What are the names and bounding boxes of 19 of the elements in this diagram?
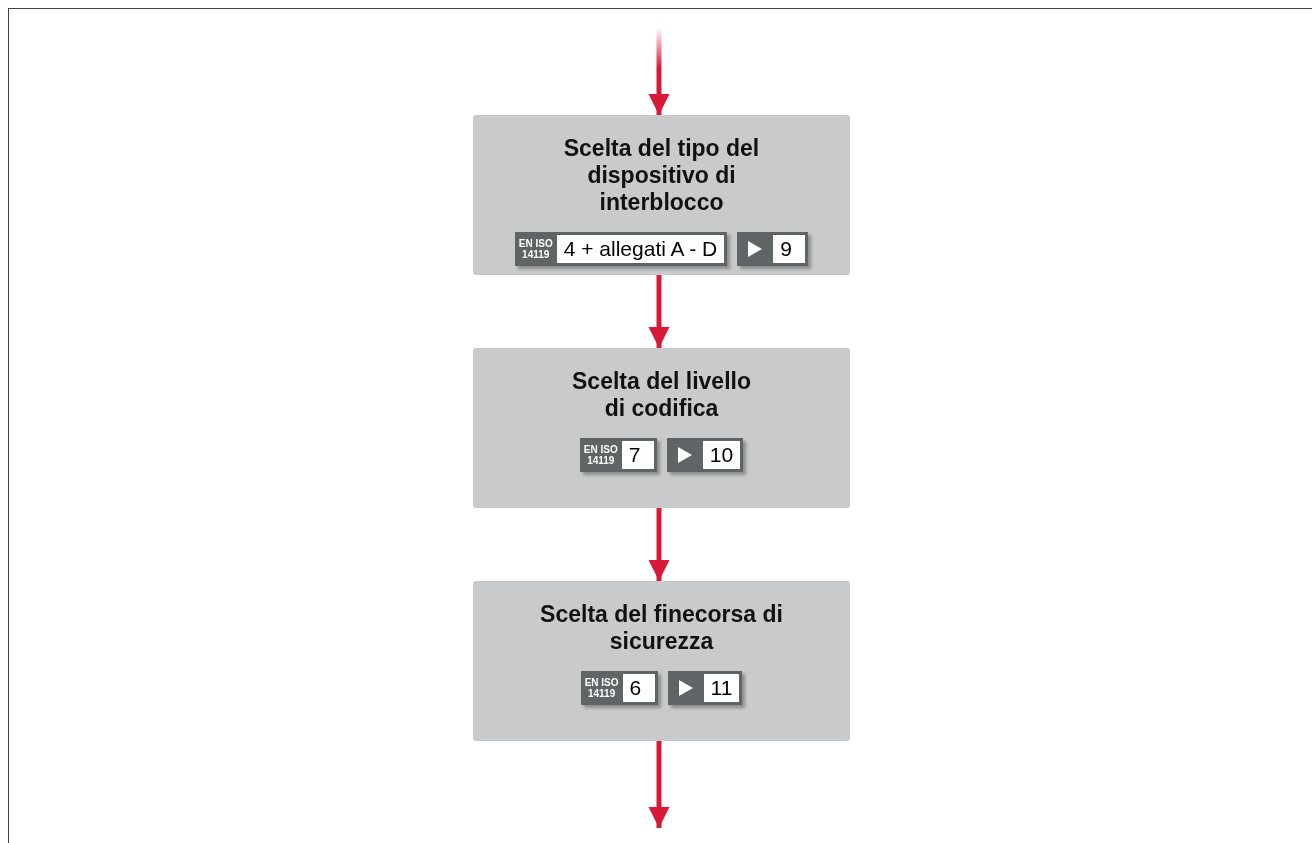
page-number: 9 bbox=[773, 235, 806, 263]
clause-number: 6 bbox=[622, 674, 655, 702]
box-title: Scelta del tipo del dispositivo di interblocco bbox=[562, 135, 761, 216]
arrow bbox=[648, 741, 670, 828]
box-title: Scelta del livello di codifica bbox=[571, 368, 752, 422]
standard-code: EN ISO 14119 bbox=[517, 237, 554, 262]
standard-code: EN ISO 14119 bbox=[582, 443, 619, 468]
box-title: Scelta del finecorsa di sicurezza bbox=[539, 601, 784, 655]
arrow bbox=[648, 508, 670, 581]
process-box bbox=[473, 115, 850, 275]
clause-number: 7 bbox=[621, 441, 654, 469]
page-number: 10 bbox=[702, 441, 741, 469]
standard-code: EN ISO 14119 bbox=[583, 676, 620, 701]
clause-number: 4 + allegati A - D bbox=[556, 235, 725, 263]
page-number: 11 bbox=[703, 674, 740, 702]
process-box bbox=[473, 348, 850, 508]
process-box bbox=[473, 581, 850, 741]
arrow bbox=[648, 28, 670, 115]
arrow bbox=[648, 275, 670, 348]
